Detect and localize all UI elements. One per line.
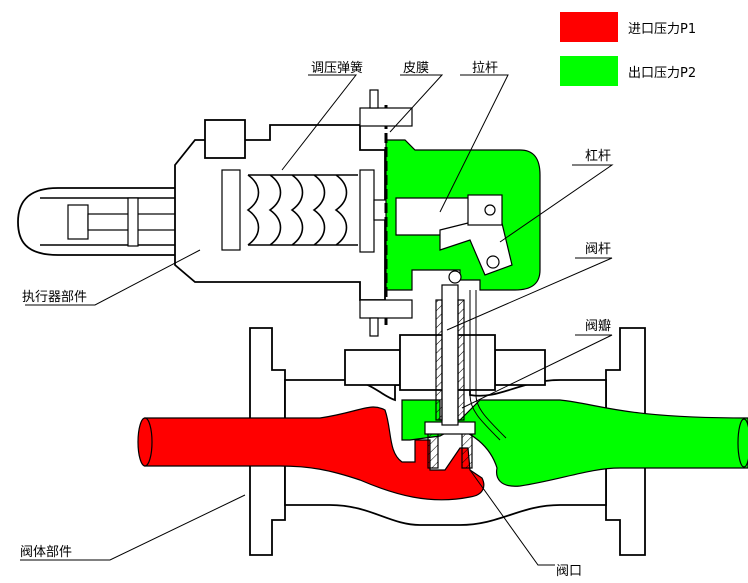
- label-actuator: 执行器部件: [22, 290, 87, 305]
- legend-outlet-label: 出口压力P2: [628, 66, 696, 81]
- actuator: [17, 119, 397, 301]
- valve-stem: [441, 284, 459, 426]
- label-valve-port: 阀口: [556, 564, 582, 579]
- label-pull-rod: 拉杆: [472, 61, 498, 76]
- legend-inlet-swatch: [560, 12, 618, 42]
- label-spring: 调压弹簧: [311, 60, 363, 76]
- label-valve-body: 阀体部件: [20, 545, 72, 560]
- legend-inlet-label: 进口压力P1: [628, 22, 696, 37]
- inlet-pressure-region: [144, 406, 485, 501]
- valve-seat: [427, 431, 439, 469]
- label-lever: 杠杆: [585, 148, 611, 164]
- legend-outlet-swatch: [560, 56, 618, 86]
- label-valve-disc: 阀瓣: [585, 319, 611, 334]
- outlet-pressure-region: [401, 399, 748, 487]
- leader-lines: [20, 74, 614, 566]
- label-valve-stem: 阀杆: [585, 242, 611, 257]
- label-diaphragm: 皮膜: [403, 61, 429, 76]
- regulator-spring: [246, 174, 358, 246]
